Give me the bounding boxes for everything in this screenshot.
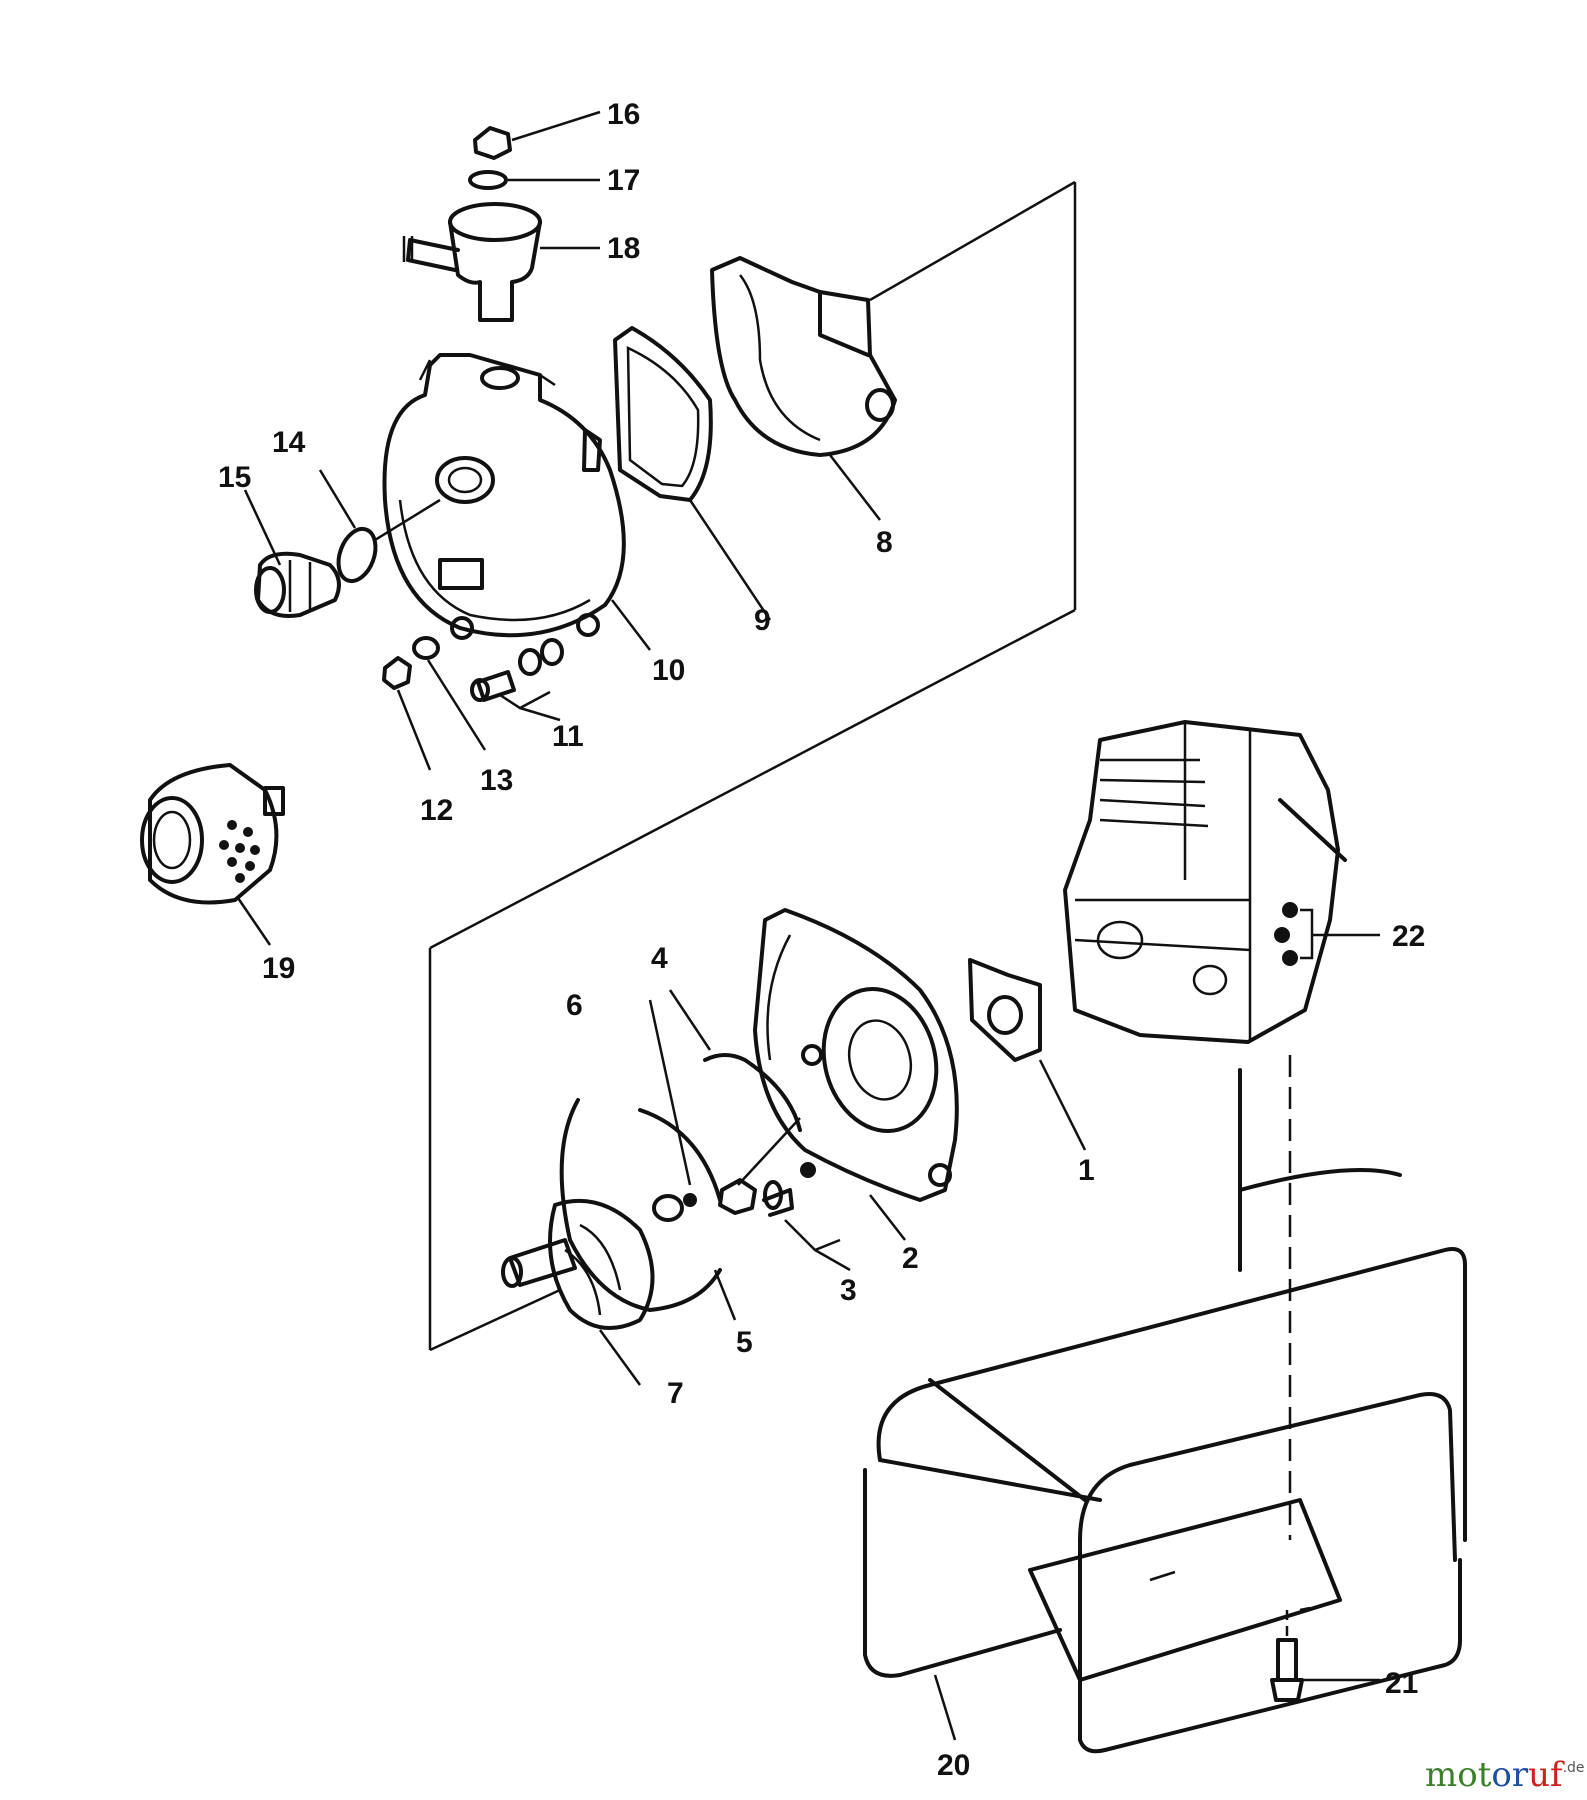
callout-18: 18 [607,232,640,265]
bolt-part-21 [1270,1610,1380,1702]
frame-part-20 [863,1068,1467,1754]
callout-3: 3 [840,1274,857,1307]
callout-4: 4 [651,942,668,975]
watermark-part3: uf [1528,1755,1565,1795]
callout-6: 6 [566,989,583,1022]
screw-washer-part-3 [762,1162,851,1272]
priming-port-part [402,202,600,322]
callout-labels: 1 2 3 4 5 6 7 8 9 10 11 12 13 14 15 16 1… [218,98,1425,1782]
hose-fitting-part-15 [243,489,341,618]
plug-part [473,110,601,160]
callout-1: 1 [1078,1154,1095,1187]
key-part-6 [648,999,697,1222]
callout-15: 15 [218,461,251,494]
callout-2: 2 [902,1242,919,1275]
impeller-part-7 [501,1198,655,1386]
o-ring-part-4 [668,989,802,1215]
watermark-part1: mot [1425,1755,1492,1795]
volute-part-8 [710,256,897,521]
callout-5: 5 [736,1326,753,1359]
callout-22: 22 [1392,920,1425,953]
callout-21: 21 [1385,1667,1418,1700]
callout-13: 13 [480,764,513,797]
callout-14: 14 [272,426,306,459]
watermark-part2: or [1491,1755,1528,1795]
callout-9: 9 [754,604,771,637]
callout-20: 20 [937,1749,970,1782]
callout-8: 8 [876,526,893,559]
fastener-parts [382,636,564,771]
engine-block [1063,720,1380,1540]
strainer-part-19 [140,763,285,946]
exploded-view-boundary [428,180,1077,1352]
callout-11: 11 [552,720,584,753]
seal-ring-part-5 [559,1098,737,1321]
callout-10: 10 [652,654,685,687]
callout-19: 19 [262,952,295,985]
svg-text:motoruf.de: motoruf.de [1425,1755,1585,1795]
engine-gasket-part-1 [968,958,1087,1151]
site-watermark: motoruf.de [1425,1755,1585,1795]
o-ring-part-14 [318,469,441,584]
washer-part-17 [468,170,600,190]
callout-17: 17 [607,164,640,197]
watermark-suffix: .de [1563,1760,1585,1776]
callout-16: 16 [607,98,640,131]
pump-casing-part [382,353,651,651]
callout-7: 7 [667,1377,684,1410]
back-plate-part-2 [753,908,959,1241]
callout-12: 12 [420,794,453,827]
gasket-part-9 [613,326,772,621]
